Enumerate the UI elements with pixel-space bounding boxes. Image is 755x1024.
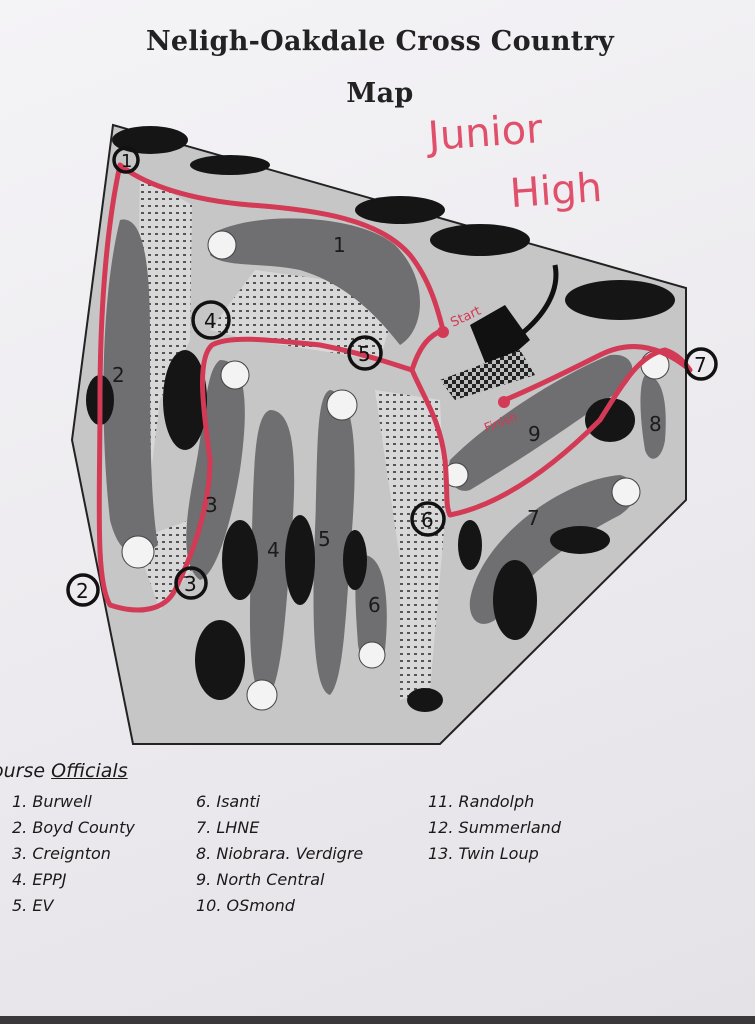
fairway-number-1: 1: [333, 233, 346, 257]
legend-item: 3. Creignton: [12, 844, 111, 863]
fairway-numbers: 1 2 3 4 5 6 7 8 9: [112, 233, 662, 617]
legend-item: 4. EPPJ: [12, 870, 67, 889]
fairway-number-4: 4: [267, 538, 280, 562]
junior-high-label-line2: High: [508, 164, 604, 218]
checkpoint-1: 1: [112, 146, 140, 174]
svg-text:3: 3: [184, 572, 197, 596]
legend-column-2: 6. Isanti 7. LHNE 8. Niobrara. Verdigre …: [196, 792, 363, 922]
legend-item: 2. Boyd County: [12, 818, 135, 837]
legend-item: 5. EV: [12, 896, 54, 915]
fairway-1: [210, 218, 420, 345]
legend-item: 7. LHNE: [196, 818, 260, 837]
legend-heading-officials: Officials: [51, 760, 128, 782]
legend-item: 9. North Central: [196, 870, 325, 889]
fairway-number-9: 9: [528, 422, 541, 446]
fairway-number-7: 7: [527, 506, 540, 530]
legend-heading: ourse Officials: [0, 760, 128, 782]
fairway-5: [313, 390, 355, 695]
svg-text:6: 6: [421, 508, 434, 532]
finish-marker: [498, 396, 510, 408]
fairway-number-5: 5: [318, 527, 331, 551]
legend-item: 8. Niobrara. Verdigre: [196, 844, 364, 863]
fairway-2: [103, 219, 158, 555]
legend-item: 12. Summerland: [428, 818, 561, 837]
legend-item: 1. Burwell: [12, 792, 92, 811]
map-title-line2: Map: [346, 78, 414, 109]
svg-text:4: 4: [204, 309, 217, 333]
tree-clusters: [86, 126, 675, 712]
legend-column-1: 1. Burwell 2. Boyd County 3. Creignton 4…: [12, 792, 135, 922]
svg-text:7: 7: [694, 353, 707, 377]
map-title: Neligh-Oakdale Cross Country: [145, 26, 615, 57]
legend-column-3: 11. Randolph 12. Summerland 13. Twin Lou…: [428, 792, 561, 870]
start-marker: [437, 326, 449, 338]
checkpoint-4: 4: [191, 300, 231, 340]
checkpoint-3: 3: [174, 566, 208, 600]
legend-item: 10. OSmond: [196, 896, 295, 915]
legend-heading-prefix: ourse: [0, 760, 46, 782]
fairway-number-2: 2: [112, 363, 125, 387]
checkpoints: 1 2 3 4 5 6 7: [66, 146, 718, 607]
fairway-6: [355, 555, 387, 665]
fairway-number-3: 3: [205, 493, 218, 517]
table-edge: [0, 1016, 755, 1024]
course-map: Start Finish 1 2 3 4 5 6 7 8 9 1 2 3 4: [66, 123, 718, 745]
fairway-number-8: 8: [649, 412, 662, 436]
checkpoint-2: 2: [66, 573, 100, 607]
legend-item: 11. Randolph: [428, 792, 535, 811]
fairway-8: [640, 375, 666, 459]
fairway-9: [448, 354, 633, 491]
svg-text:2: 2: [76, 579, 89, 603]
fairway-number-6: 6: [368, 593, 381, 617]
svg-text:5: 5: [358, 342, 371, 366]
legend-item: 13. Twin Loup: [428, 844, 539, 863]
svg-text:1: 1: [121, 151, 132, 172]
race-route: [96, 162, 693, 613]
junior-high-label-line1: Junior: [426, 106, 544, 160]
start-area: [440, 264, 559, 400]
checkpoint-7: 7: [684, 347, 718, 381]
legend-item: 6. Isanti: [196, 792, 261, 811]
checkpoint-5: 5: [347, 335, 383, 371]
checkpoint-6: 6: [410, 501, 446, 537]
fairway-4: [249, 410, 295, 700]
